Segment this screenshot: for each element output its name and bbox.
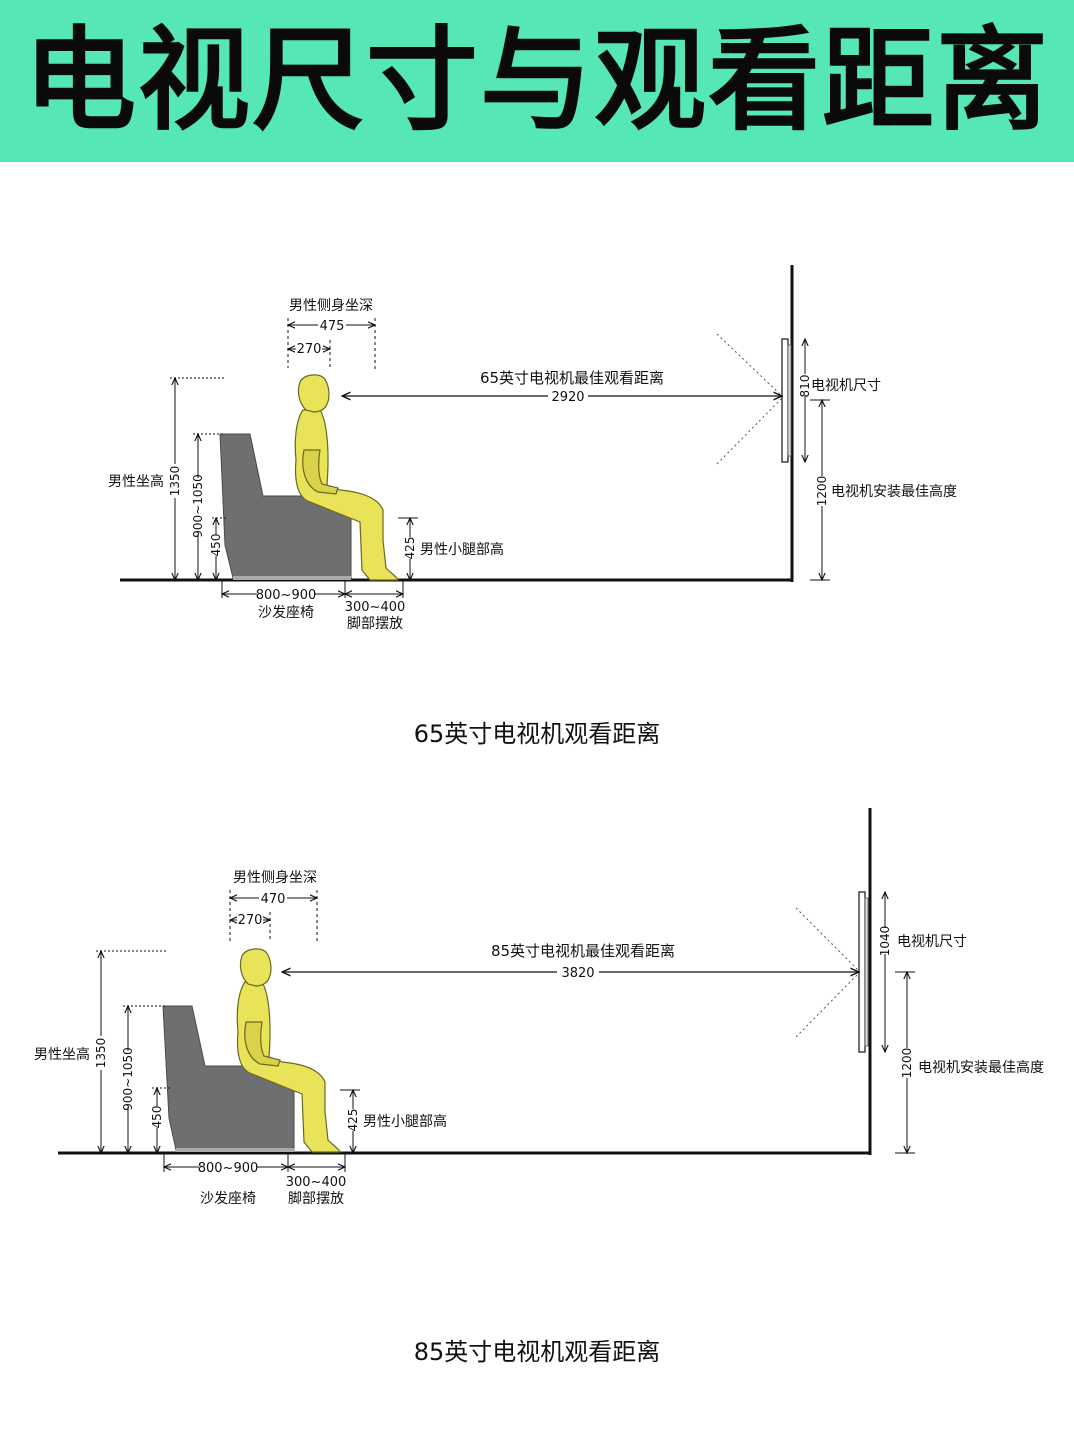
foot-label: 脚部摆放 [288, 1191, 344, 1207]
tv-height-label: 电视机安装最佳高度 [918, 1059, 1044, 1076]
foot-label: 脚部摆放 [347, 616, 403, 632]
leg-height-value: 425 [403, 537, 417, 560]
tv-shape [781, 338, 792, 463]
view-cone-upper [795, 907, 861, 973]
distance-value: 3820 [561, 966, 594, 981]
sofa-label: 沙发座椅 [200, 1191, 256, 1207]
seat-depth-outer-value: 475 [320, 319, 345, 334]
caption-85: 85英寸电视机观看距离 [413, 1338, 661, 1366]
view-cone-upper [716, 333, 784, 398]
sit-height-value: 1350 [168, 466, 182, 497]
back-height-value: 900~1050 [191, 474, 205, 538]
view-cone-lower [716, 396, 784, 465]
tv-size-value: 810 [798, 375, 812, 398]
seat-depth-inner-value: 270 [297, 342, 322, 357]
tv-height-value: 1200 [815, 476, 829, 507]
back-height-value: 900~1050 [121, 1047, 135, 1111]
title-banner: 电视尺寸与观看距离 [0, 0, 1074, 162]
tv-height-value: 1200 [900, 1048, 914, 1079]
tv-size-value: 1040 [878, 926, 892, 957]
diagram-85-svg: 85英寸电视机最佳观看距离 3820 男性侧身坐深 470 270 1040 电… [34, 808, 1044, 1207]
page-title: 电视尺寸与观看距离 [24, 16, 1050, 146]
sofa-shape [162, 1005, 295, 1152]
diagram-85-inch: 85英寸电视机最佳观看距离 3820 男性侧身坐深 470 270 1040 电… [0, 800, 1074, 1220]
distance-label: 65英寸电视机最佳观看距离 [480, 369, 664, 387]
caption-65: 65英寸电视机观看距离 [413, 720, 661, 748]
diagram-65-svg: 65英寸电视机最佳观看距离 2920 男性侧身坐深 475 270 810 电视… [108, 265, 957, 632]
leg-height-value: 425 [346, 1109, 360, 1132]
leg-height-label: 男性小腿部高 [363, 1113, 447, 1130]
seat-depth-label: 男性侧身坐深 [233, 870, 317, 886]
seated-man-figure [294, 374, 399, 581]
leg-height-label: 男性小腿部高 [420, 541, 504, 558]
sit-height-label: 男性坐高 [108, 473, 164, 490]
sofa-label: 沙发座椅 [258, 605, 314, 621]
foot-value: 300~400 [345, 600, 406, 615]
view-cone-lower [795, 971, 861, 1038]
sit-height-value: 1350 [94, 1038, 108, 1069]
diagram-65-inch: 65英寸电视机最佳观看距离 2920 男性侧身坐深 475 270 810 电视… [0, 260, 1074, 640]
seat-depth-inner-value: 270 [238, 913, 263, 928]
tv-size-label: 电视机尺寸 [897, 934, 967, 950]
sofa-depth-value: 800~900 [198, 1161, 259, 1176]
seat-height-value: 450 [150, 1106, 164, 1129]
tv-shape [858, 891, 869, 1053]
distance-value: 2920 [551, 390, 584, 405]
seated-man-figure [236, 948, 341, 1153]
tv-size-label: 电视机尺寸 [811, 378, 881, 394]
tv-height-label: 电视机安装最佳高度 [831, 483, 957, 500]
seat-height-value: 450 [209, 534, 223, 557]
seat-depth-outer-value: 470 [261, 892, 286, 907]
distance-label: 85英寸电视机最佳观看距离 [491, 942, 675, 960]
sit-height-label: 男性坐高 [34, 1046, 90, 1063]
sofa-depth-value: 800~900 [256, 588, 317, 603]
seat-depth-label: 男性侧身坐深 [289, 298, 373, 314]
foot-value: 300~400 [286, 1175, 347, 1190]
